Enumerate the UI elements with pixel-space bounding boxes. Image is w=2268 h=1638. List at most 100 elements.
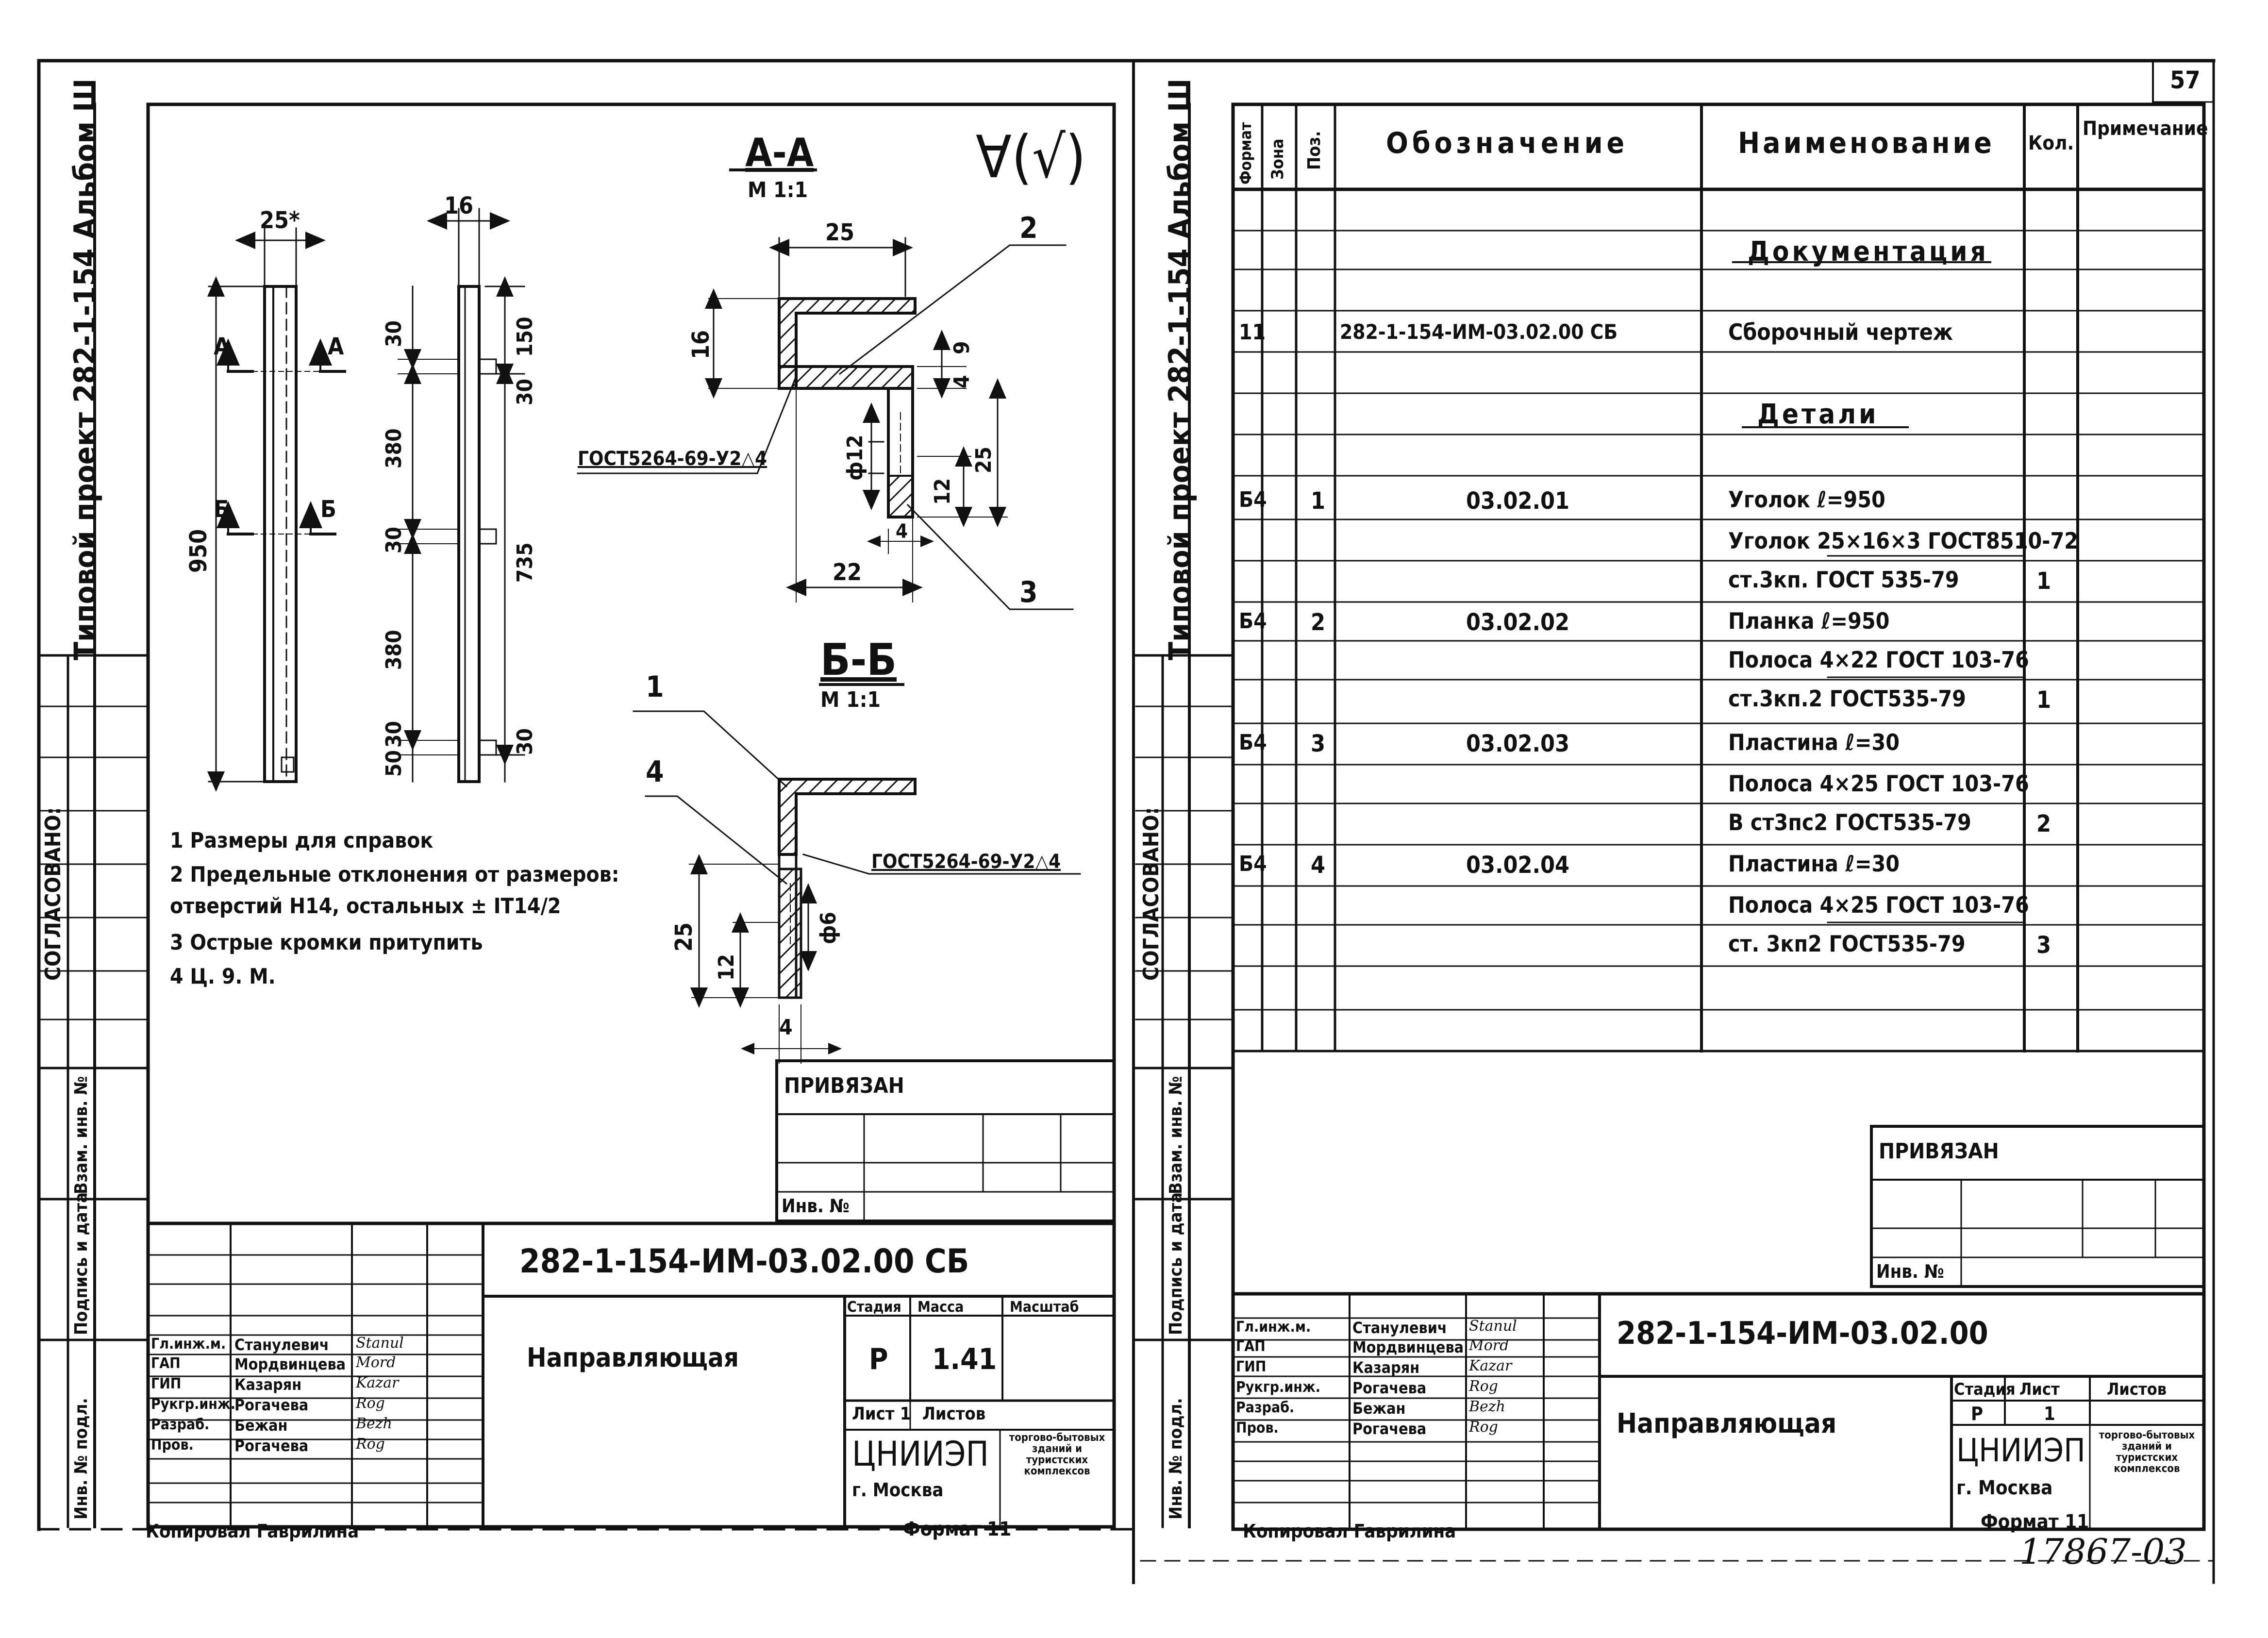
- right-inv-no-label: Инв. №: [1876, 1261, 1944, 1282]
- cut-a-right: А: [328, 333, 344, 360]
- dim-side-30e: 30: [513, 728, 537, 755]
- spec-designation: 03.02.04: [1466, 852, 1570, 879]
- role-person: Казарян: [234, 1375, 302, 1394]
- left-designation: 282-1-154-ИМ-03.02.00 СБ: [519, 1242, 969, 1281]
- right-format: Формат 11: [1981, 1511, 2089, 1533]
- page-number: 57: [2170, 66, 2201, 94]
- dim-bb-phi6: ф6: [816, 912, 841, 944]
- spec-name: Полоса 4×22 ГОСТ 103-76: [1728, 647, 2029, 673]
- spec-format: Б4: [1239, 730, 1267, 755]
- spec-header-zone: Зона: [1268, 138, 1287, 180]
- spec-row: ст.3кп. ГОСТ 535-79 1: [1233, 567, 2204, 601]
- dim-aa-25v: 25: [971, 446, 996, 473]
- archive-number: 17867-03: [2019, 1531, 2187, 1572]
- leader-label-2: 2: [1019, 211, 1038, 245]
- left-format: Формат 11: [903, 1518, 1012, 1540]
- spec-designation: 03.02.01: [1466, 487, 1570, 515]
- left-stage: Р: [869, 1342, 888, 1376]
- role-signature: Rog: [356, 1436, 385, 1453]
- right-stage: Р: [1971, 1403, 1984, 1424]
- spec-header-name: Наименование: [1738, 126, 1995, 160]
- role-signature: Mord: [356, 1354, 396, 1371]
- spec-header-pos: Поз.: [1304, 131, 1324, 170]
- spec-section-heading: Документация: [1233, 236, 2204, 270]
- spec-header-note: Примечание: [2083, 117, 2208, 140]
- left-inv-no-label: Инв. №: [782, 1195, 850, 1217]
- dim-bb-4: 4: [779, 1015, 793, 1040]
- spec-row: ст.3кп.2 ГОСТ535-79 1: [1233, 685, 2204, 719]
- title-block-role-row: ГИП Казарян Kazar: [148, 1375, 427, 1395]
- right-org: ЦНИИЭП: [1956, 1432, 2085, 1469]
- right-sheet: 1: [2044, 1403, 2055, 1424]
- dim-bb-12: 12: [714, 953, 739, 981]
- left-sheet-label: Лист 1: [852, 1404, 911, 1424]
- role-person: Рогачева: [234, 1437, 309, 1455]
- spec-section-heading: Детали: [1233, 399, 2204, 433]
- spec-name: В ст3пс2 ГОСТ535-79: [1728, 809, 1971, 836]
- left-stamp-agreed: СОГЛАСОВАНО:: [41, 807, 66, 981]
- section-aa-scale: М 1:1: [748, 178, 808, 202]
- role-person: Бежан: [234, 1416, 288, 1435]
- spec-format: Б4: [1239, 852, 1267, 876]
- spec-name: ст.3кп.2 ГОСТ535-79: [1728, 685, 1966, 712]
- spec-name: Уголок 25×16×3 ГОСТ8510-72: [1728, 528, 2079, 554]
- role-person: Мордвинцева: [234, 1355, 346, 1373]
- spec-name: ст.3кп. ГОСТ 535-79: [1728, 567, 1959, 593]
- right-stamp-sign-date: Подпись и дата: [1166, 1192, 1186, 1335]
- dim-aa-4: 4: [950, 375, 974, 388]
- right-sheets-label: Листов: [2107, 1380, 2167, 1399]
- left-copied: Копировал Гаврилина: [146, 1521, 359, 1542]
- left-bound-label: ПРИВЯЗАН: [784, 1073, 904, 1098]
- spec-header-qty: Кол.: [2028, 132, 2074, 154]
- role-title: ГИП: [151, 1375, 182, 1392]
- spec-name: Уголок ℓ=950: [1728, 486, 1885, 513]
- right-copied: Копировал Гаврилина: [1243, 1521, 1456, 1542]
- leader-label-4: 4: [646, 755, 664, 789]
- dim-side-380a: 380: [382, 428, 406, 468]
- left-stamp-inv-orig: Инв. № подл.: [71, 1398, 91, 1520]
- role-person: Станулевич: [1352, 1319, 1447, 1337]
- cut-b-left: Б: [214, 496, 230, 523]
- right-designation: 282-1-154-ИМ-03.02.00: [1617, 1316, 1988, 1352]
- spec-quantity: 1: [2036, 686, 2051, 714]
- role-person: Рогачева: [234, 1396, 309, 1414]
- spec-designation: 282-1-154-ИМ-03.02.00 СБ: [1340, 320, 1618, 344]
- role-title: Пров.: [151, 1437, 194, 1454]
- role-title: Рукгр.инж.: [151, 1396, 236, 1413]
- dim-side-30b: 30: [513, 378, 537, 405]
- left-city: г. Москва: [852, 1479, 944, 1501]
- spec-quantity: 3: [2036, 932, 2051, 959]
- weld-symbol-aa: ГОСТ5264-69-У2△4: [578, 448, 767, 470]
- right-stage-label: Стадия: [1954, 1380, 2016, 1399]
- dim-front-height: 950: [185, 529, 212, 573]
- dim-aa-phi12: ф12: [843, 435, 867, 481]
- role-signature: Rog: [1469, 1378, 1498, 1395]
- role-signature: Kazar: [356, 1374, 399, 1391]
- left-side-title: Типовой проект 282-1-154 Альбом Ш: [67, 78, 103, 660]
- spec-row: Полоса 4×25 ГОСТ 103-76: [1233, 770, 2204, 804]
- spec-designation: 03.02.03: [1466, 730, 1570, 757]
- right-side-title: Типовой проект 282-1-154 Альбом Ш: [1162, 78, 1198, 660]
- dim-aa-4b: 4: [896, 520, 908, 543]
- right-sheet-label: Лист: [2019, 1380, 2060, 1399]
- role-title: Разраб.: [1236, 1399, 1295, 1416]
- spec-name: Документация: [1748, 236, 1989, 267]
- section-bb-scale: М 1:1: [820, 687, 881, 712]
- spec-name: Полоса 4×25 ГОСТ 103-76: [1728, 892, 2029, 918]
- spec-quantity: 1: [2036, 568, 2051, 595]
- role-signature: Mord: [1469, 1337, 1509, 1354]
- spec-row: Полоса 4×22 ГОСТ 103-76: [1233, 647, 2204, 681]
- left-stamp-inv-repl: Взам. инв. №: [71, 1076, 91, 1194]
- dim-side-735: 735: [513, 542, 537, 583]
